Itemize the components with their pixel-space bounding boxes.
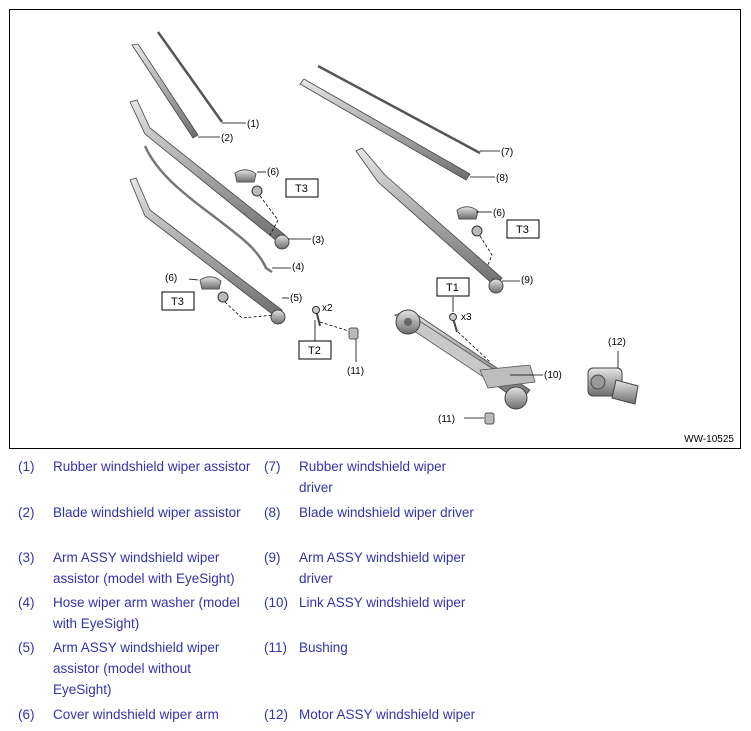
torque-box-t1: T1 [436, 277, 470, 297]
callout-8: (8) [496, 173, 508, 184]
legend-text: Motor ASSY windshield wiper [299, 707, 476, 722]
blade-driver [299, 78, 471, 181]
legend-num: (7) [264, 459, 281, 474]
callout-12: (12) [608, 337, 626, 348]
callout-7: (7) [501, 147, 513, 158]
callout-3: (3) [312, 235, 324, 246]
svg-text:T2: T2 [308, 345, 321, 357]
multiplier-x2: x2 [322, 303, 333, 314]
legend-text: Rubber windshield wiper driver [299, 459, 447, 495]
callout-1: (1) [247, 119, 259, 130]
legend-num: (4) [18, 595, 35, 610]
callout-2: (2) [221, 133, 233, 144]
arm-assistor-no-eyesight [129, 177, 283, 318]
cover-3 [456, 206, 479, 220]
legend-text: Arm ASSY windshield wiper driver [299, 550, 466, 586]
multiplier-x3: x3 [461, 312, 472, 323]
legend-num: (3) [18, 550, 35, 565]
cover-2 [199, 276, 222, 290]
torque-box-t3c: T3 [506, 219, 540, 239]
svg-text:T3: T3 [171, 296, 184, 308]
callout-9: (9) [521, 275, 533, 286]
svg-text:T3: T3 [295, 183, 308, 195]
legend-num: (1) [18, 459, 35, 474]
diagram-svg: (1) (2) (3) (4) (5) (6) (6) (6) (7) (8) … [129, 31, 639, 425]
arm-assistor-eyesight [129, 99, 286, 243]
torque-box-t3b: T3 [161, 291, 195, 311]
callout-6b: (6) [165, 273, 177, 284]
exploded-diagram: (1) (2) (3) (4) (5) (6) (6) (6) (7) (8) … [9, 9, 741, 449]
legend-num: (8) [264, 505, 281, 520]
callout-6c: (6) [493, 208, 505, 219]
callout-4: (4) [292, 262, 304, 273]
motor-assy [587, 367, 639, 405]
legend-text: Cover windshield wiper arm [53, 707, 219, 722]
svg-text:T1: T1 [446, 282, 459, 294]
dash-1 [259, 195, 279, 236]
callout-5: (5) [290, 293, 302, 304]
legend-text: Arm ASSY windshield wiper assistor (mode… [53, 640, 220, 697]
svg-text:T3: T3 [516, 224, 529, 236]
torque-box-t2: T2 [298, 340, 332, 360]
callout-11b: (11) [438, 414, 455, 425]
bushing-1 [348, 327, 359, 340]
callout-11a: (11) [347, 366, 364, 377]
legend-num: (2) [18, 505, 35, 520]
callout-10: (10) [544, 370, 562, 381]
arm-pivot-3 [274, 234, 290, 250]
arm-pivot-5 [270, 309, 286, 325]
legend-num: (10) [264, 595, 289, 610]
blade-assistor [131, 43, 199, 139]
nut-3 [471, 225, 483, 237]
rubber-driver [317, 64, 481, 155]
parts-legend: (1) Rubber windshield wiper assistor (2)… [0, 456, 751, 731]
legend-text: Link ASSY windshield wiper [299, 595, 466, 610]
bolt-t1-head [449, 313, 457, 321]
legend-text: Hose wiper arm washer (model with EyeSig… [53, 595, 240, 631]
bushing-2 [484, 412, 495, 425]
legend-num: (11) [264, 640, 288, 655]
rubber-assistor [156, 31, 224, 123]
dash-bolt-t1 [457, 331, 491, 363]
legend-num: (5) [18, 640, 35, 655]
legend-num: (6) [18, 707, 35, 722]
legend-text: Rubber windshield wiper assistor [53, 459, 251, 474]
nut-2 [217, 291, 229, 303]
legend-text: Blade windshield wiper driver [299, 505, 474, 520]
arm-pivot-9 [488, 278, 504, 294]
legend-text: Bushing [299, 640, 348, 655]
cover-1 [234, 169, 257, 183]
dash-3 [479, 235, 493, 273]
dash-2 [224, 301, 275, 319]
figure-id: WW-10525 [684, 434, 734, 445]
legend-num: (12) [264, 707, 289, 722]
nut-1 [251, 185, 263, 197]
washer-hose [143, 145, 273, 274]
torque-box-t3a: T3 [285, 178, 319, 198]
bolt-t2-head [312, 306, 320, 314]
arm-driver [355, 147, 503, 287]
legend-text: Blade windshield wiper assistor [53, 505, 241, 520]
callout-6a: (6) [267, 167, 279, 178]
legend-text: Arm ASSY windshield wiper assistor (mode… [53, 550, 235, 586]
link-assy [394, 309, 536, 410]
legend-num: (9) [264, 550, 281, 565]
